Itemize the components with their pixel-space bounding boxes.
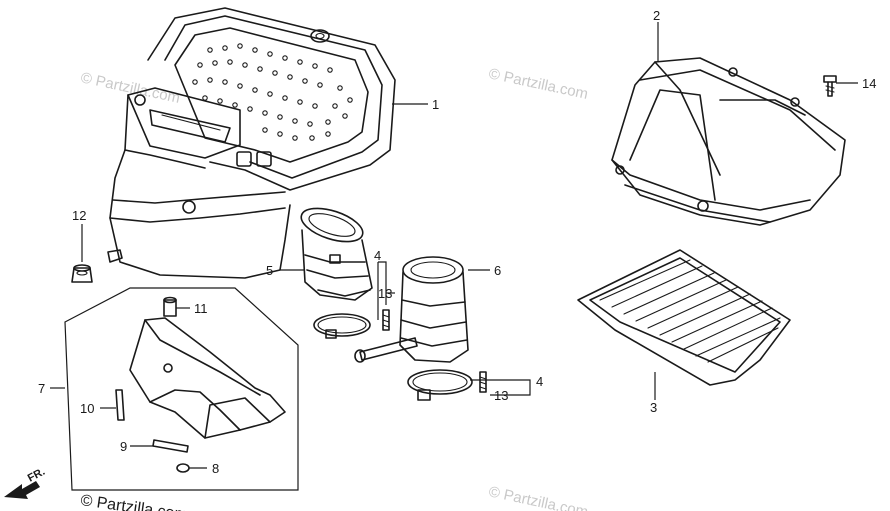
label-part-1: 1 xyxy=(432,97,439,112)
grommet-part-11[interactable] xyxy=(163,296,177,317)
intake-duct-part-7[interactable] xyxy=(129,317,286,439)
watermark-2: © Partzilla.com xyxy=(487,65,589,103)
screw-part-14[interactable] xyxy=(823,75,837,97)
label-part-8: 8 xyxy=(212,461,219,476)
drain-plug-part-12[interactable] xyxy=(71,264,93,283)
label-part-4-lower: 4 xyxy=(536,374,543,389)
hose-clamp-upper-part-4[interactable] xyxy=(313,313,371,339)
label-part-2: 2 xyxy=(653,8,660,23)
long-bolt[interactable] xyxy=(354,337,418,363)
grommet-part-8[interactable] xyxy=(176,463,190,473)
connecting-tube-part-5[interactable] xyxy=(297,202,373,301)
label-part-10: 10 xyxy=(80,401,94,416)
pin-part-10[interactable] xyxy=(115,389,125,421)
screw-upper-part-13[interactable] xyxy=(382,309,390,331)
air-cleaner-cover-part-2[interactable] xyxy=(611,57,846,226)
connecting-tube-part-6[interactable] xyxy=(399,256,469,363)
front-direction-indicator: FR. xyxy=(4,466,47,499)
filter-grid-holes xyxy=(192,43,353,141)
label-part-9: 9 xyxy=(120,439,127,454)
label-part-3: 3 xyxy=(650,400,657,415)
pin-part-9[interactable] xyxy=(152,439,189,453)
front-arrow-icon xyxy=(4,481,40,499)
copyright-text: © Partzilla.com xyxy=(79,492,188,511)
label-part-11: 11 xyxy=(194,301,208,316)
label-part-12: 12 xyxy=(72,208,86,223)
label-part-13-upper: 13 xyxy=(378,286,392,301)
watermark-3: © Partzilla.com xyxy=(487,483,589,511)
air-filter-element-part-3[interactable] xyxy=(577,249,791,386)
air-cleaner-housing[interactable] xyxy=(107,7,396,279)
label-part-4-upper: 4 xyxy=(374,248,381,263)
label-part-7: 7 xyxy=(38,381,45,396)
leader-lines xyxy=(50,22,858,469)
label-part-14: 14 xyxy=(862,76,876,91)
label-part-6: 6 xyxy=(494,263,501,278)
part-number-labels: 1 2 3 4 4 5 6 7 8 9 10 11 12 13 13 14 xyxy=(38,8,876,476)
hose-clamp-lower-part-4[interactable] xyxy=(407,369,473,401)
label-part-5: 5 xyxy=(266,263,273,278)
screw-lower-part-13[interactable] xyxy=(479,371,487,393)
part-7-group-outline xyxy=(64,287,299,491)
label-part-13-lower: 13 xyxy=(494,388,508,403)
front-label: FR. xyxy=(26,466,47,485)
